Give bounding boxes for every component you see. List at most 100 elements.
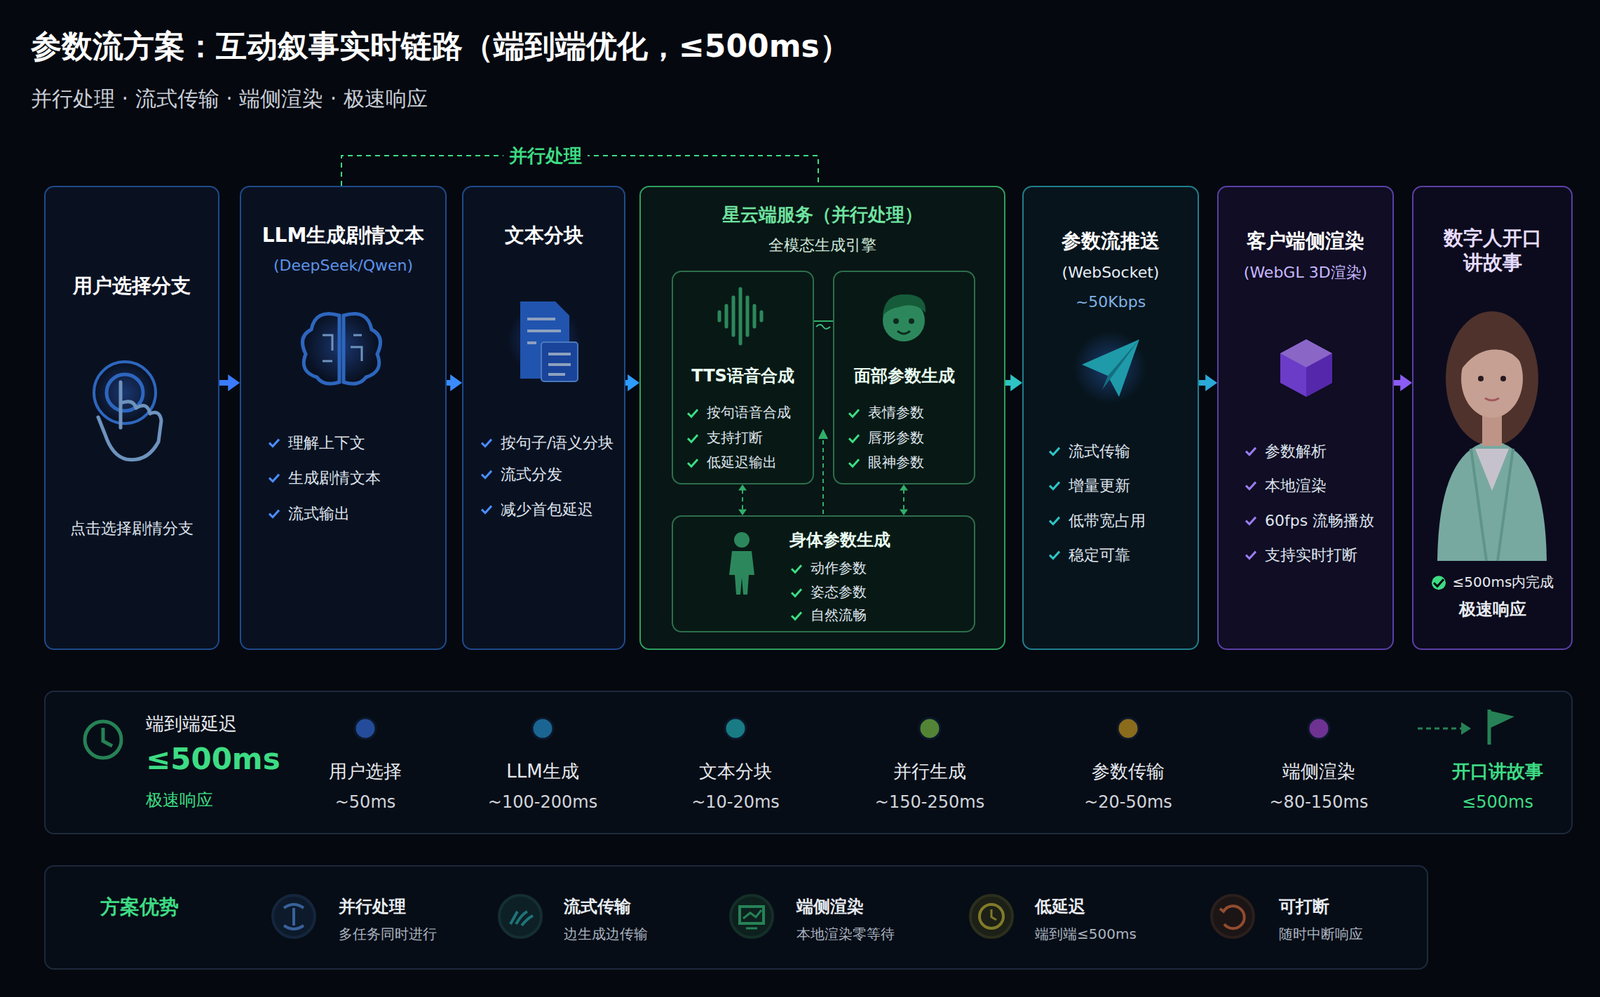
text-slot: 支持打断	[685, 429, 763, 449]
module-box: 身体参数生成动作参数姿态参数自然流畅	[671, 515, 976, 633]
arrowhead	[450, 374, 463, 392]
check-mark	[269, 473, 280, 481]
label-text: 本地渲染	[1264, 476, 1327, 496]
label-text: 唇形参数	[868, 429, 925, 447]
text-slot: 稳定可靠	[1046, 545, 1131, 566]
bullet-row: 生成剧情文本	[266, 468, 381, 488]
text-slot: 点击选择剧情分支	[45, 518, 219, 539]
timeline-label: ~20-50ms	[1083, 791, 1173, 813]
text-slot: 流式传输	[563, 896, 632, 918]
text-slot: 动作参数	[788, 559, 867, 580]
text-slot: ~50Kbps	[1023, 292, 1198, 313]
text-slot: ~100-200ms	[487, 791, 598, 813]
text-slot: 本地渲染	[1243, 476, 1327, 497]
text-slot: 极速响应	[1413, 598, 1572, 620]
check-mark	[266, 469, 282, 486]
module-box: 面部参数生成表情参数唇形参数眼神参数	[832, 270, 976, 485]
label-text: 流式传输	[1068, 441, 1131, 462]
text-slot: 端侧渲染	[796, 896, 864, 918]
bullet-row: 稳定可靠	[1046, 545, 1131, 566]
label-text: ~50Kbps	[1075, 292, 1146, 313]
label-text: 星云端服务（并行处理）	[722, 203, 923, 227]
label-text: 理解上下文	[288, 433, 366, 453]
label-text: 按句语音合成	[706, 403, 791, 422]
text-slot: 边生成边传输	[563, 925, 648, 944]
label-text: 并行处理	[338, 896, 406, 918]
check-mark	[1431, 575, 1446, 590]
text-slot: ≤500ms	[145, 741, 281, 779]
check-mark	[1245, 447, 1256, 455]
timeline-label: LLM生成	[506, 760, 579, 784]
label-text: 稳定可靠	[1068, 545, 1131, 566]
check-mark	[685, 430, 701, 446]
text-slot: 星云端服务（并行处理）	[640, 203, 1005, 227]
check-mark	[1243, 443, 1259, 459]
label-text: 眼神参数	[868, 453, 925, 472]
text-slot: 低延迟	[1034, 896, 1086, 918]
check-mark	[478, 434, 495, 451]
bullet-row: 流式输出	[266, 504, 350, 524]
bullet-row: 眼神参数	[846, 453, 925, 472]
check-mark	[791, 565, 802, 573]
label-text: 流式分发	[500, 464, 563, 485]
label-text: 按句子/语义分块	[500, 433, 614, 453]
check-mark	[1049, 551, 1060, 559]
check-mark	[687, 459, 698, 467]
timeline-label: 用户选择	[328, 760, 402, 784]
text-slot: 并行处理	[338, 896, 406, 918]
text-slot: 多任务同时进行	[338, 925, 437, 944]
text-slot: 参数流推送	[1023, 228, 1198, 254]
label-text: 端侧渲染	[796, 896, 864, 918]
text-slot: 极速响应	[145, 789, 214, 811]
bullet-row: 表情参数	[846, 403, 925, 422]
check-mark	[266, 434, 282, 451]
connector	[219, 374, 240, 392]
check-mark	[481, 505, 492, 513]
timeline-label: 文本分块	[699, 760, 772, 784]
check-mark	[1245, 516, 1256, 524]
bullet-row: ≤500ms内完成	[1431, 573, 1555, 592]
bullet-row: 流式传输	[1046, 441, 1131, 462]
text-slot: ~10-20ms	[691, 791, 780, 813]
text-slot: 流式输出	[266, 504, 350, 525]
text-slot: 自然流畅	[788, 606, 867, 627]
text-slot: 开口讲故事	[1452, 760, 1544, 784]
check-mark	[1046, 477, 1063, 493]
label-text: 随时中断响应	[1278, 925, 1364, 944]
label-text: 点击选择剧情分支	[70, 518, 194, 539]
connector	[625, 374, 640, 392]
bullet-row: 支持实时打断	[1243, 545, 1358, 566]
check-mark	[269, 438, 280, 446]
label-text: 本地渲染零等待	[796, 925, 895, 944]
check-mark	[849, 409, 859, 417]
text-slot: 并行生成	[893, 760, 967, 784]
check-mark	[266, 505, 282, 521]
connector	[1198, 374, 1218, 392]
text-slot: 端到端延迟	[145, 712, 237, 736]
text-slot: 生成剧情文本	[266, 468, 381, 489]
text-slot: 流式分发	[478, 464, 563, 486]
bullet-row: 理解上下文	[266, 433, 366, 453]
check-mark	[1433, 579, 1444, 587]
text-slot: ≤500ms内完成	[1413, 573, 1572, 594]
label-text: 低延迟输出	[706, 453, 777, 472]
check-mark	[478, 466, 495, 482]
label-text: LLM生成剧情文本	[262, 222, 425, 248]
check-mark	[1243, 546, 1259, 563]
text-slot: 流式传输	[1046, 441, 1131, 463]
text-slot: 眼神参数	[846, 453, 925, 474]
check-mark	[788, 584, 805, 601]
timeline-label: ~150-250ms	[875, 791, 985, 813]
bullet-row: 低延迟输出	[685, 453, 777, 472]
check-mark	[1049, 481, 1060, 489]
subtitle: 并行处理 · 流式传输 · 端侧渲染 · 极速响应	[30, 85, 428, 113]
label-text: 文本分块	[504, 222, 584, 248]
label-text: 可打断	[1278, 896, 1330, 918]
check-mark	[846, 455, 862, 471]
check-mark	[1245, 481, 1256, 489]
check-mark	[788, 607, 805, 624]
bullet-row: 减少首包延迟	[478, 499, 594, 520]
label-text: 表情参数	[868, 403, 925, 422]
bullet-row: 流式分发	[478, 464, 563, 485]
